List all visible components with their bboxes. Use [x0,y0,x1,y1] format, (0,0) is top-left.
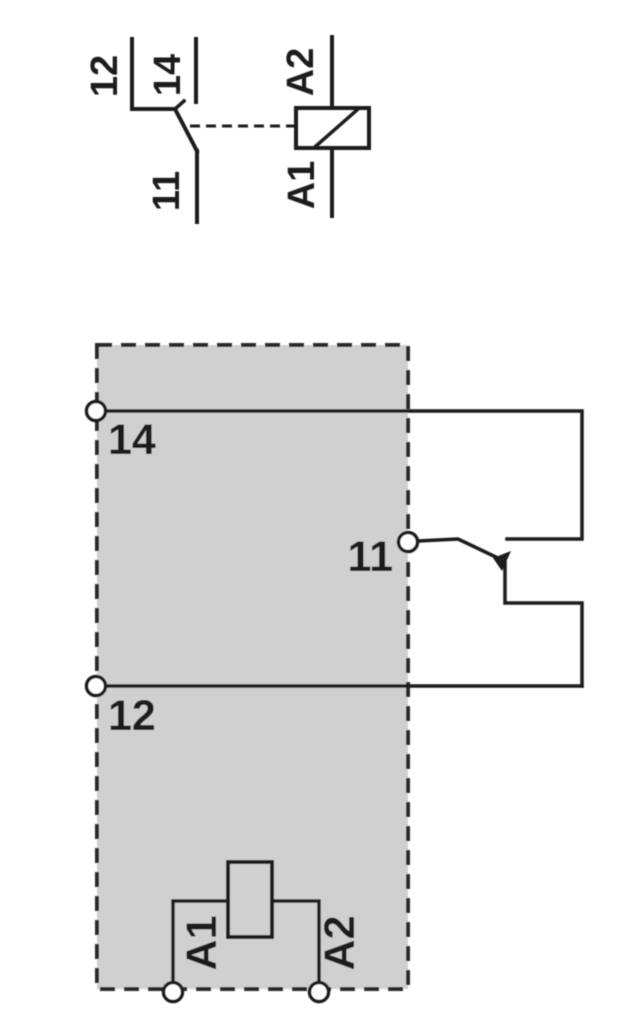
terminal-a1-circle [161,980,185,1004]
coil-wire-a2 [270,899,321,985]
terminal-12-circle [84,674,108,698]
wiring-label-14: 14 [108,416,156,464]
symbol-label-a2: A2 [280,48,322,97]
coil-box [294,106,371,150]
relay-schematic-symbol: 12 14 11 A2 A1 [84,35,371,224]
coil-diagonal [313,107,360,149]
symbol-label-14: 14 [147,54,189,96]
wiring-label-a1: A1 [178,916,226,971]
symbol-label-12: 12 [84,55,126,97]
wire-14-no-contact [103,409,584,541]
wiring-label-12: 12 [108,692,156,740]
switch-arm [172,106,200,154]
wiring-label-11: 11 [348,533,393,581]
relay-module-outline [95,343,410,991]
nc-contact-stub [503,561,584,688]
switch-arrowhead [493,551,511,571]
terminal-11-circle [396,530,420,554]
coil-box-wiring [226,860,274,939]
symbol-label-11: 11 [146,171,188,211]
wiring-label-a2: A2 [316,916,364,971]
relay-wiring-diagram: 14 11 12 A1 A2 [84,343,584,1004]
symbol-label-a1: A1 [281,161,323,210]
nc-terminal-line-12 [130,37,177,111]
coil-wire-a1 [171,899,230,985]
terminal-a2-circle [307,980,331,1004]
switch-arm-wire [415,537,505,563]
terminal-14-circle [84,399,108,423]
